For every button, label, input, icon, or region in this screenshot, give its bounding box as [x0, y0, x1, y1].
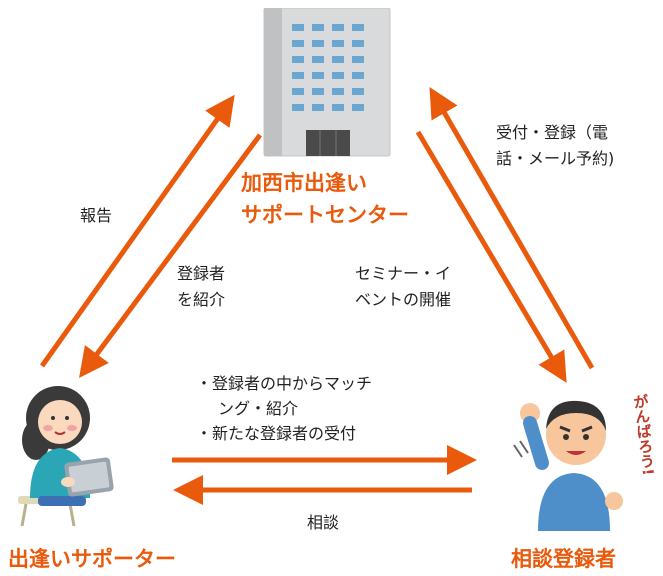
arrow-reception	[429, 87, 595, 370]
supporter-title: 出逢いサポーター	[8, 547, 176, 571]
label-reception-line1: 受付・登録（電	[496, 123, 609, 142]
label-seminar-line2: ベントの開催	[355, 290, 452, 309]
label-introduce-line2: を紹介	[177, 290, 226, 309]
label-report: 報告	[80, 206, 113, 225]
label-introduce-line1: 登録者	[177, 264, 226, 283]
arrow-introduce	[79, 133, 263, 379]
arrow-seminar	[415, 130, 567, 383]
arrow-report	[39, 94, 235, 368]
label-consult: 相談	[307, 513, 340, 532]
center-title-line2: サポートセンター	[241, 203, 409, 227]
supporter-figure-icon	[8, 378, 128, 528]
label-seminar-line1: セミナー・イ	[355, 264, 452, 283]
label-matching-line1: ・登録者の中からマッチ	[196, 374, 373, 393]
speech-text: がんばろう!	[630, 393, 658, 477]
registrant-figure-icon: がんばろう!	[508, 383, 658, 533]
label-matching-line2: ング・紹介	[218, 399, 299, 418]
center-title-line1: 加西市出逢い	[241, 171, 367, 195]
building-icon	[262, 7, 392, 158]
label-reception-line2: 話・メール予約)	[496, 149, 615, 168]
label-matching-line3: ・新たな登録者の受付	[196, 424, 357, 443]
registrant-title: 相談登録者	[511, 547, 616, 571]
